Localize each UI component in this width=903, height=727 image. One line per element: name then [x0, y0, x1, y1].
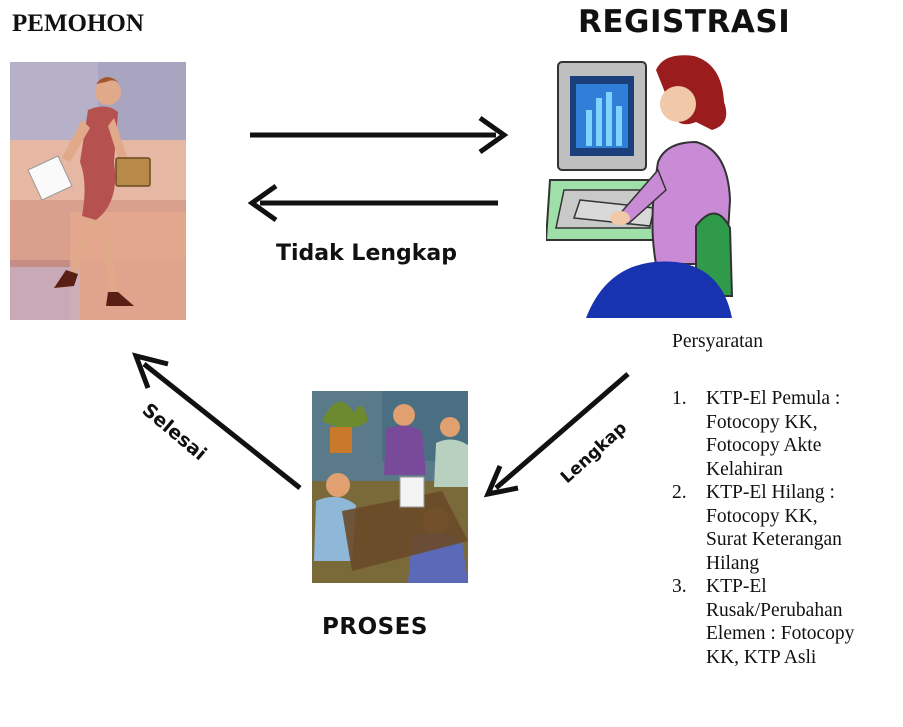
requirement-line: Rusak/Perubahan — [706, 599, 843, 621]
registration-illustration — [546, 55, 734, 318]
requirement-line: KTP-El — [706, 576, 767, 597]
requirement-line: Hilang — [706, 552, 760, 574]
proses-title: PROSES — [322, 614, 428, 640]
requirement-item: 2. KTP-El Hilang :Fotocopy KK,Surat Keter… — [672, 481, 902, 575]
requirements-heading: Persyaratan — [672, 331, 763, 352]
requirement-line: KTP-El Hilang : — [706, 482, 835, 503]
arrow-back-to-pemohon — [247, 183, 498, 223]
requirement-line: KTP-El Pemula : — [706, 388, 841, 409]
tidak-lengkap-label: Tidak Lengkap — [276, 241, 458, 266]
requirement-line: Fotocopy KK, — [706, 505, 818, 527]
arrow-to-registrasi — [250, 115, 509, 155]
requirement-item: 1. KTP-El Pemula :Fotocopy KK,Fotocopy Ak… — [672, 387, 902, 481]
arrow-selesai — [131, 352, 302, 490]
requirement-number: 3. — [672, 576, 687, 597]
requirement-number: 1. — [672, 388, 687, 409]
requirement-line: Surat Keterangan — [706, 529, 842, 550]
pemohon-title: PEMOHON — [12, 10, 144, 37]
process-illustration — [312, 391, 468, 583]
requirement-line: KK, KTP Asli — [706, 646, 817, 668]
requirement-line: Elemen : Fotocopy — [706, 623, 855, 644]
requirement-line: Kelahiran — [706, 458, 783, 480]
requirement-number: 2. — [672, 482, 687, 503]
requirement-line: Fotocopy KK, — [706, 411, 818, 433]
requirements-list: 1.KTP-El Pemula :Fotocopy KK,Fotocopy Ak… — [672, 387, 902, 669]
requirement-line: Fotocopy Akte — [706, 435, 822, 456]
registrasi-title: REGISTRASI — [578, 4, 791, 40]
arrow-lengkap — [483, 372, 630, 498]
applicant-illustration — [10, 62, 186, 320]
